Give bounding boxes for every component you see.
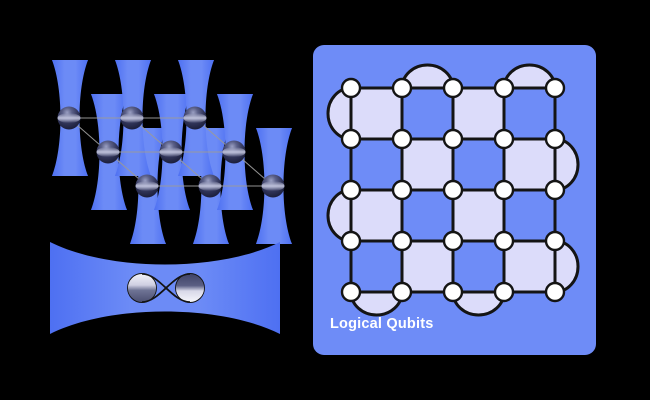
qubit-node-r3-c2 [442,230,464,252]
cell-r2-c0 [351,190,402,241]
qubit-node-r2-c1 [391,179,413,201]
atom-r3-c2 [198,174,222,198]
trapped-atoms [57,106,285,198]
qubit-node-r1-c1 [391,128,413,150]
qubit-node-r1-c4 [544,128,566,150]
cell-r1-c1 [402,139,453,190]
atom-r2-c2 [159,140,183,164]
atom-r2-c3 [222,140,246,164]
cell-r1-c3 [504,139,555,190]
lemniscate-cross-b [141,273,191,303]
qubit-node-r4-c1 [391,281,413,303]
arc-face-right-r3 [555,241,578,292]
qubit-node-r3-c4 [544,230,566,252]
cell-r3-c2 [453,241,504,292]
cell-r0-c3 [504,88,555,139]
qubit-node-r2-c4 [544,179,566,201]
atom-r1-c3 [183,106,207,130]
atom-r1-c1 [57,106,81,130]
cell-r0-c2 [453,88,504,139]
cell-r1-c0 [351,139,402,190]
qubit-node-r0-c0 [340,77,362,99]
boundary-arc-faces [328,65,578,315]
atom-r2-c1 [96,140,120,164]
cell-r2-c1 [402,190,453,241]
qubit-node-r4-c3 [493,281,515,303]
cell-r0-c1 [402,88,453,139]
qubit-node-r3-c3 [493,230,515,252]
cell-r0-c0 [351,88,402,139]
arc-face-left-r0 [328,88,351,139]
arc-face-bottom-c2 [453,292,504,315]
qubit-node-r2-c0 [340,179,362,201]
lattice-nodes [340,77,566,303]
cell-r1-c2 [453,139,504,190]
cell-r3-c3 [504,241,555,292]
atom-r3-c1 [135,174,159,198]
qubit-node-r1-c3 [493,128,515,150]
arc-face-top-c1 [402,65,453,88]
arc-face-top-c3 [504,65,555,88]
atom-r1-c2 [120,106,144,130]
entangled-pair-illustration [50,242,280,334]
atom-r3-c3 [261,174,285,198]
cell-r2-c3 [504,190,555,241]
qubit-node-r4-c4 [544,281,566,303]
qubit-node-r1-c2 [442,128,464,150]
cell-r2-c2 [453,190,504,241]
qubit-node-r0-c1 [391,77,413,99]
arc-face-bottom-c0 [351,292,402,315]
qubit-node-r0-c2 [442,77,464,99]
qubit-node-r0-c4 [544,77,566,99]
qubit-node-r3-c1 [391,230,413,252]
qubit-node-r4-c0 [340,281,362,303]
qubit-node-r2-c3 [493,179,515,201]
lattice-cells [351,88,555,292]
cell-r3-c1 [402,241,453,292]
arc-face-right-r1 [555,139,578,190]
qubit-node-r4-c2 [442,281,464,303]
qubit-node-r3-c0 [340,230,362,252]
qubit-node-r2-c2 [442,179,464,201]
qubit-node-r1-c0 [340,128,362,150]
qubit-node-r0-c3 [493,77,515,99]
cell-r3-c0 [351,241,402,292]
arc-face-left-r2 [328,190,351,241]
